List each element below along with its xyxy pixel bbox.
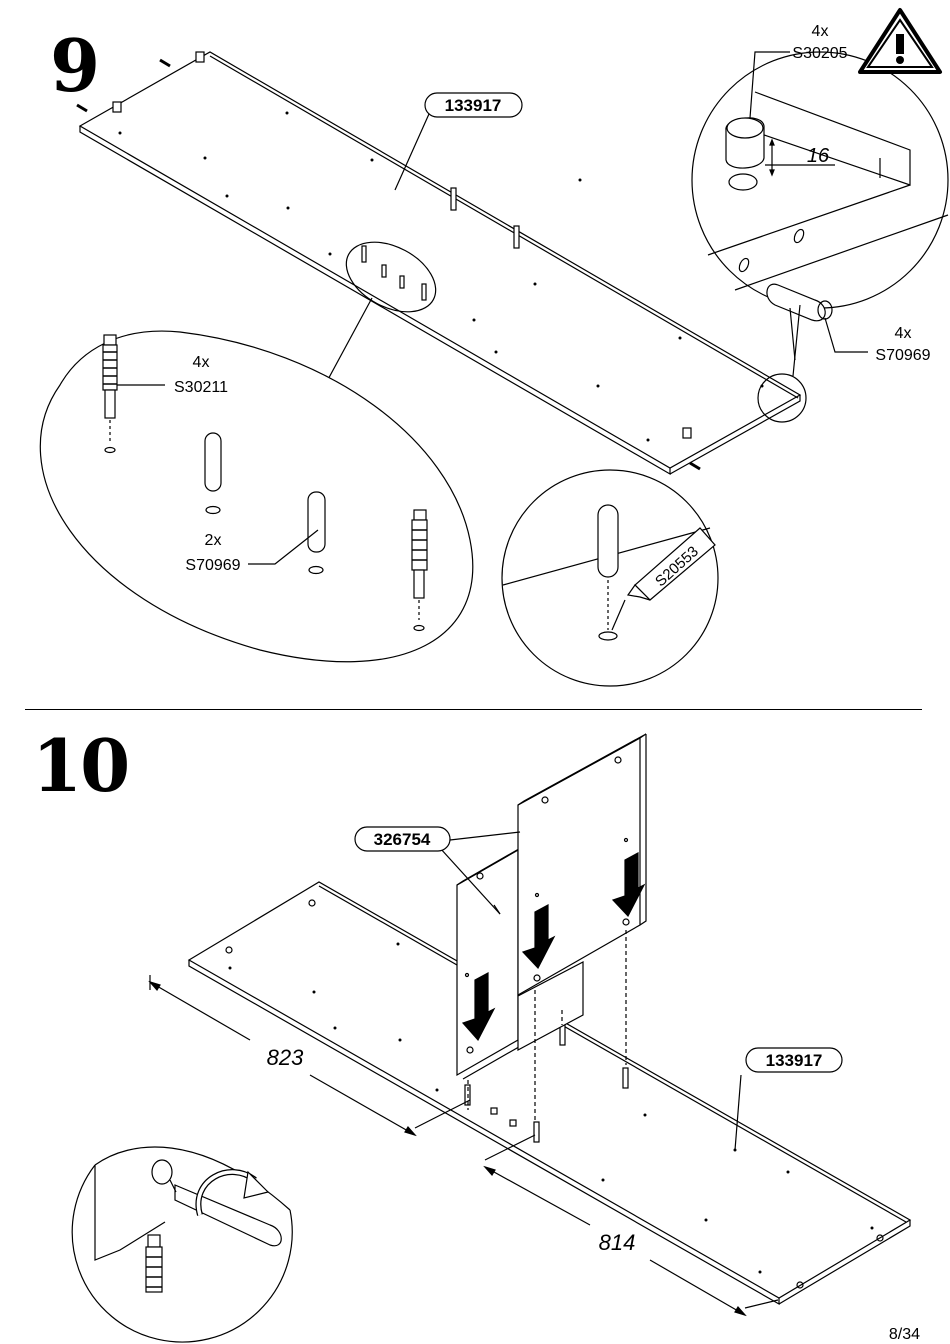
dowel2-part: S70969 xyxy=(185,557,240,574)
step9-board xyxy=(76,51,802,476)
bolt-part: S30211 xyxy=(174,379,228,396)
warning-icon xyxy=(858,8,942,74)
glue-detail-callout xyxy=(501,469,719,687)
step-10-number: 10 xyxy=(32,723,130,808)
dimension-lines xyxy=(148,975,779,1317)
bolt-qty: 4x xyxy=(193,354,210,371)
step10-board-label: 133917 xyxy=(766,1051,823,1070)
step10-board xyxy=(187,881,912,1306)
corner-detail-marker xyxy=(757,373,807,423)
step-divider xyxy=(25,709,922,710)
turn-arrow-icon xyxy=(195,1169,270,1216)
page-number: 8/34 xyxy=(888,1326,920,1343)
tighten-detail-callout xyxy=(71,1146,293,1343)
step-9-number: 9 xyxy=(50,23,100,108)
dimension-left: 823 xyxy=(267,1045,304,1070)
step10-panel-back xyxy=(517,733,647,1120)
dimension-right: 814 xyxy=(599,1230,636,1255)
dowel-qty: 4x xyxy=(895,325,912,342)
dowel-part: S70969 xyxy=(875,347,930,364)
bolt-detail-callout xyxy=(39,330,474,663)
cam-part: S30205 xyxy=(792,45,847,62)
cam-qty: 4x xyxy=(812,23,829,40)
step9-board-label: 133917 xyxy=(445,96,502,115)
step10-panel-label: 326754 xyxy=(374,830,431,849)
panel-leader xyxy=(449,831,521,841)
cam-detail-callout xyxy=(691,51,949,361)
dowel2-qty: 2x xyxy=(205,532,222,549)
depth-dimension: 16 xyxy=(807,145,830,167)
